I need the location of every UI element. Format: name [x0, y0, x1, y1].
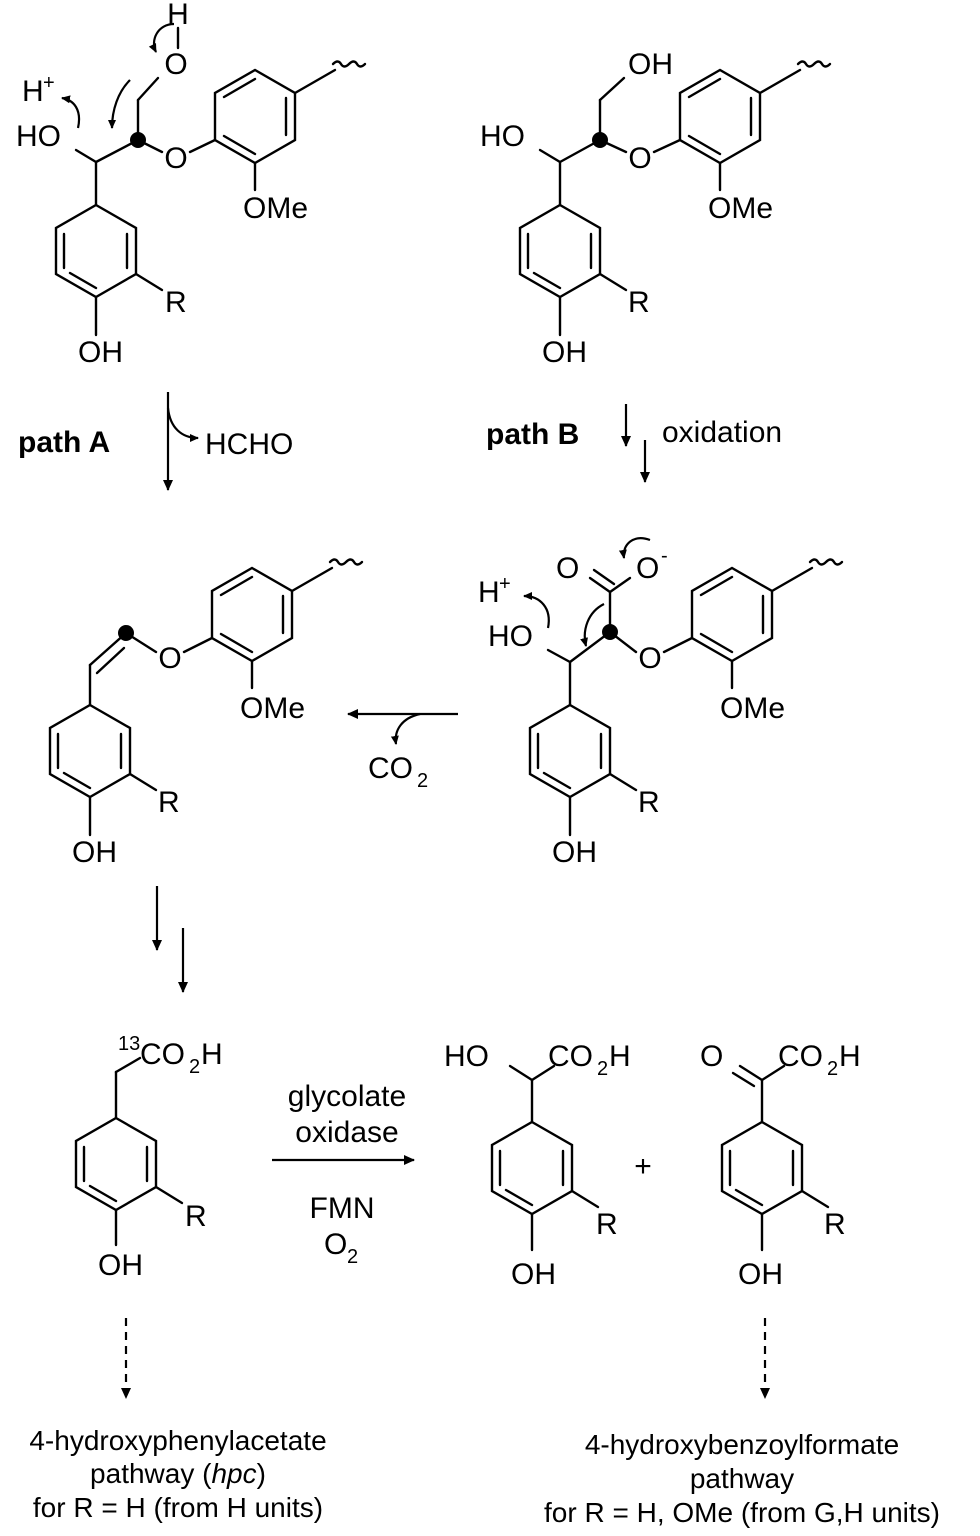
co2h-h: H — [609, 1040, 631, 1073]
structure-benzoylformate: O CO 2 H R OH — [700, 1040, 861, 1291]
r-label: R — [165, 286, 187, 319]
ome-label: OMe — [243, 192, 308, 225]
glycolate-oxidase-step: glycolate oxidase FMN O 2 — [272, 1080, 415, 1268]
co2h-label: CO — [548, 1040, 593, 1073]
labelled-carbon-dot — [592, 132, 608, 148]
co2h-h: H — [201, 1038, 223, 1071]
r-label: R — [185, 1200, 207, 1233]
ether-o-atom: O — [628, 142, 651, 175]
o2-subscript: 2 — [347, 1246, 358, 1268]
path-b-step: path B oxidation — [486, 404, 782, 483]
enzyme-line-1: glycolate — [288, 1080, 406, 1113]
labelled-carbon-dot — [130, 132, 146, 148]
caption-left-line-1: 4-hydroxyphenylacetate — [29, 1425, 326, 1456]
ome-label: OMe — [720, 692, 785, 725]
hcho-label: HCHO — [205, 428, 293, 461]
enzyme-line-2: oxidase — [295, 1116, 398, 1149]
ome-label: OMe — [708, 192, 773, 225]
structure-phenylacetate: 13 CO 2 H R OH — [74, 1033, 223, 1282]
hydroxyl-o-atom: O — [164, 48, 187, 81]
caption-right-line-1: 4-hydroxybenzoylformate — [585, 1429, 899, 1460]
co2h-h: H — [839, 1040, 861, 1073]
structure-substrate-a: H O H + HO O OMe R OH — [16, 0, 367, 369]
ether-o-atom: O — [638, 642, 661, 675]
oh-label: OH — [542, 336, 587, 369]
oxidation-label: oxidation — [662, 416, 782, 449]
caption-right: 4-hydroxybenzoylformate pathway for R = … — [544, 1429, 940, 1528]
co2-label: CO — [368, 752, 413, 785]
h-atom: H — [167, 0, 189, 31]
ome-label: OMe — [240, 692, 305, 725]
co2h-subscript: 2 — [189, 1056, 200, 1078]
co2h-label: CO — [140, 1038, 185, 1071]
ho-label: HO — [16, 120, 61, 153]
structure-substrate-b: OH HO O OMe R OH — [480, 48, 832, 369]
r-label: R — [596, 1208, 618, 1241]
multistep-arrows — [152, 886, 188, 993]
structure-carboxylate: O O - H + HO O OMe R OH — [478, 537, 844, 869]
ether-o-atom: O — [164, 142, 187, 175]
decarboxylation-step: CO 2 — [347, 709, 458, 792]
fmn-label: FMN — [310, 1192, 375, 1225]
co2h-subscript: 2 — [597, 1058, 608, 1080]
proton-label: H — [22, 75, 44, 108]
r-label: R — [638, 786, 660, 819]
ho-label: HO — [444, 1040, 489, 1073]
carboxylate-charge: - — [661, 545, 668, 567]
path-a-step: path A HCHO — [18, 392, 293, 491]
r-label: R — [824, 1208, 846, 1241]
isotope-label: 13 — [118, 1033, 140, 1055]
caption-left: 4-hydroxyphenylacetate pathway (hpc) for… — [29, 1425, 326, 1523]
oh-label: OH — [552, 836, 597, 869]
carbonyl-o-atom: O — [556, 552, 579, 585]
o2-label: O — [324, 1228, 347, 1261]
path-b-label: path B — [486, 418, 579, 451]
caption-right-line-3: for R = H, OMe (from G,H units) — [544, 1497, 940, 1528]
proton-charge: + — [499, 573, 511, 595]
oh-label: OH — [738, 1258, 783, 1291]
labelled-carbon-dot — [118, 625, 134, 641]
carboxylate-o-atom: O — [636, 552, 659, 585]
co2h-label: CO — [778, 1040, 823, 1073]
caption-left-line-3: for R = H (from H units) — [33, 1492, 323, 1523]
co2-subscript: 2 — [417, 770, 428, 792]
structure-enol-ether: O OMe R OH — [48, 558, 364, 869]
r-label: R — [628, 286, 650, 319]
oh-label: OH — [511, 1258, 556, 1291]
oh-label: OH — [628, 48, 673, 81]
oh-label: OH — [78, 336, 123, 369]
proton-label: H — [478, 576, 500, 609]
r-label: R — [158, 786, 180, 819]
proton-charge: + — [43, 72, 55, 94]
ho-label: HO — [488, 620, 533, 653]
plus-sign: + — [634, 1150, 652, 1183]
ether-o-atom: O — [158, 642, 181, 675]
co2h-subscript: 2 — [827, 1058, 838, 1080]
labelled-carbon-dot — [602, 624, 618, 640]
keto-o-atom: O — [700, 1040, 723, 1073]
caption-right-line-2: pathway — [690, 1463, 794, 1494]
oh-label: OH — [72, 836, 117, 869]
path-a-label: path A — [18, 426, 110, 459]
ho-label: HO — [480, 120, 525, 153]
structure-mandelate: HO CO 2 H R OH — [444, 1040, 631, 1291]
oh-label: OH — [98, 1249, 143, 1282]
caption-left-line-2: pathway (hpc) — [90, 1458, 266, 1489]
